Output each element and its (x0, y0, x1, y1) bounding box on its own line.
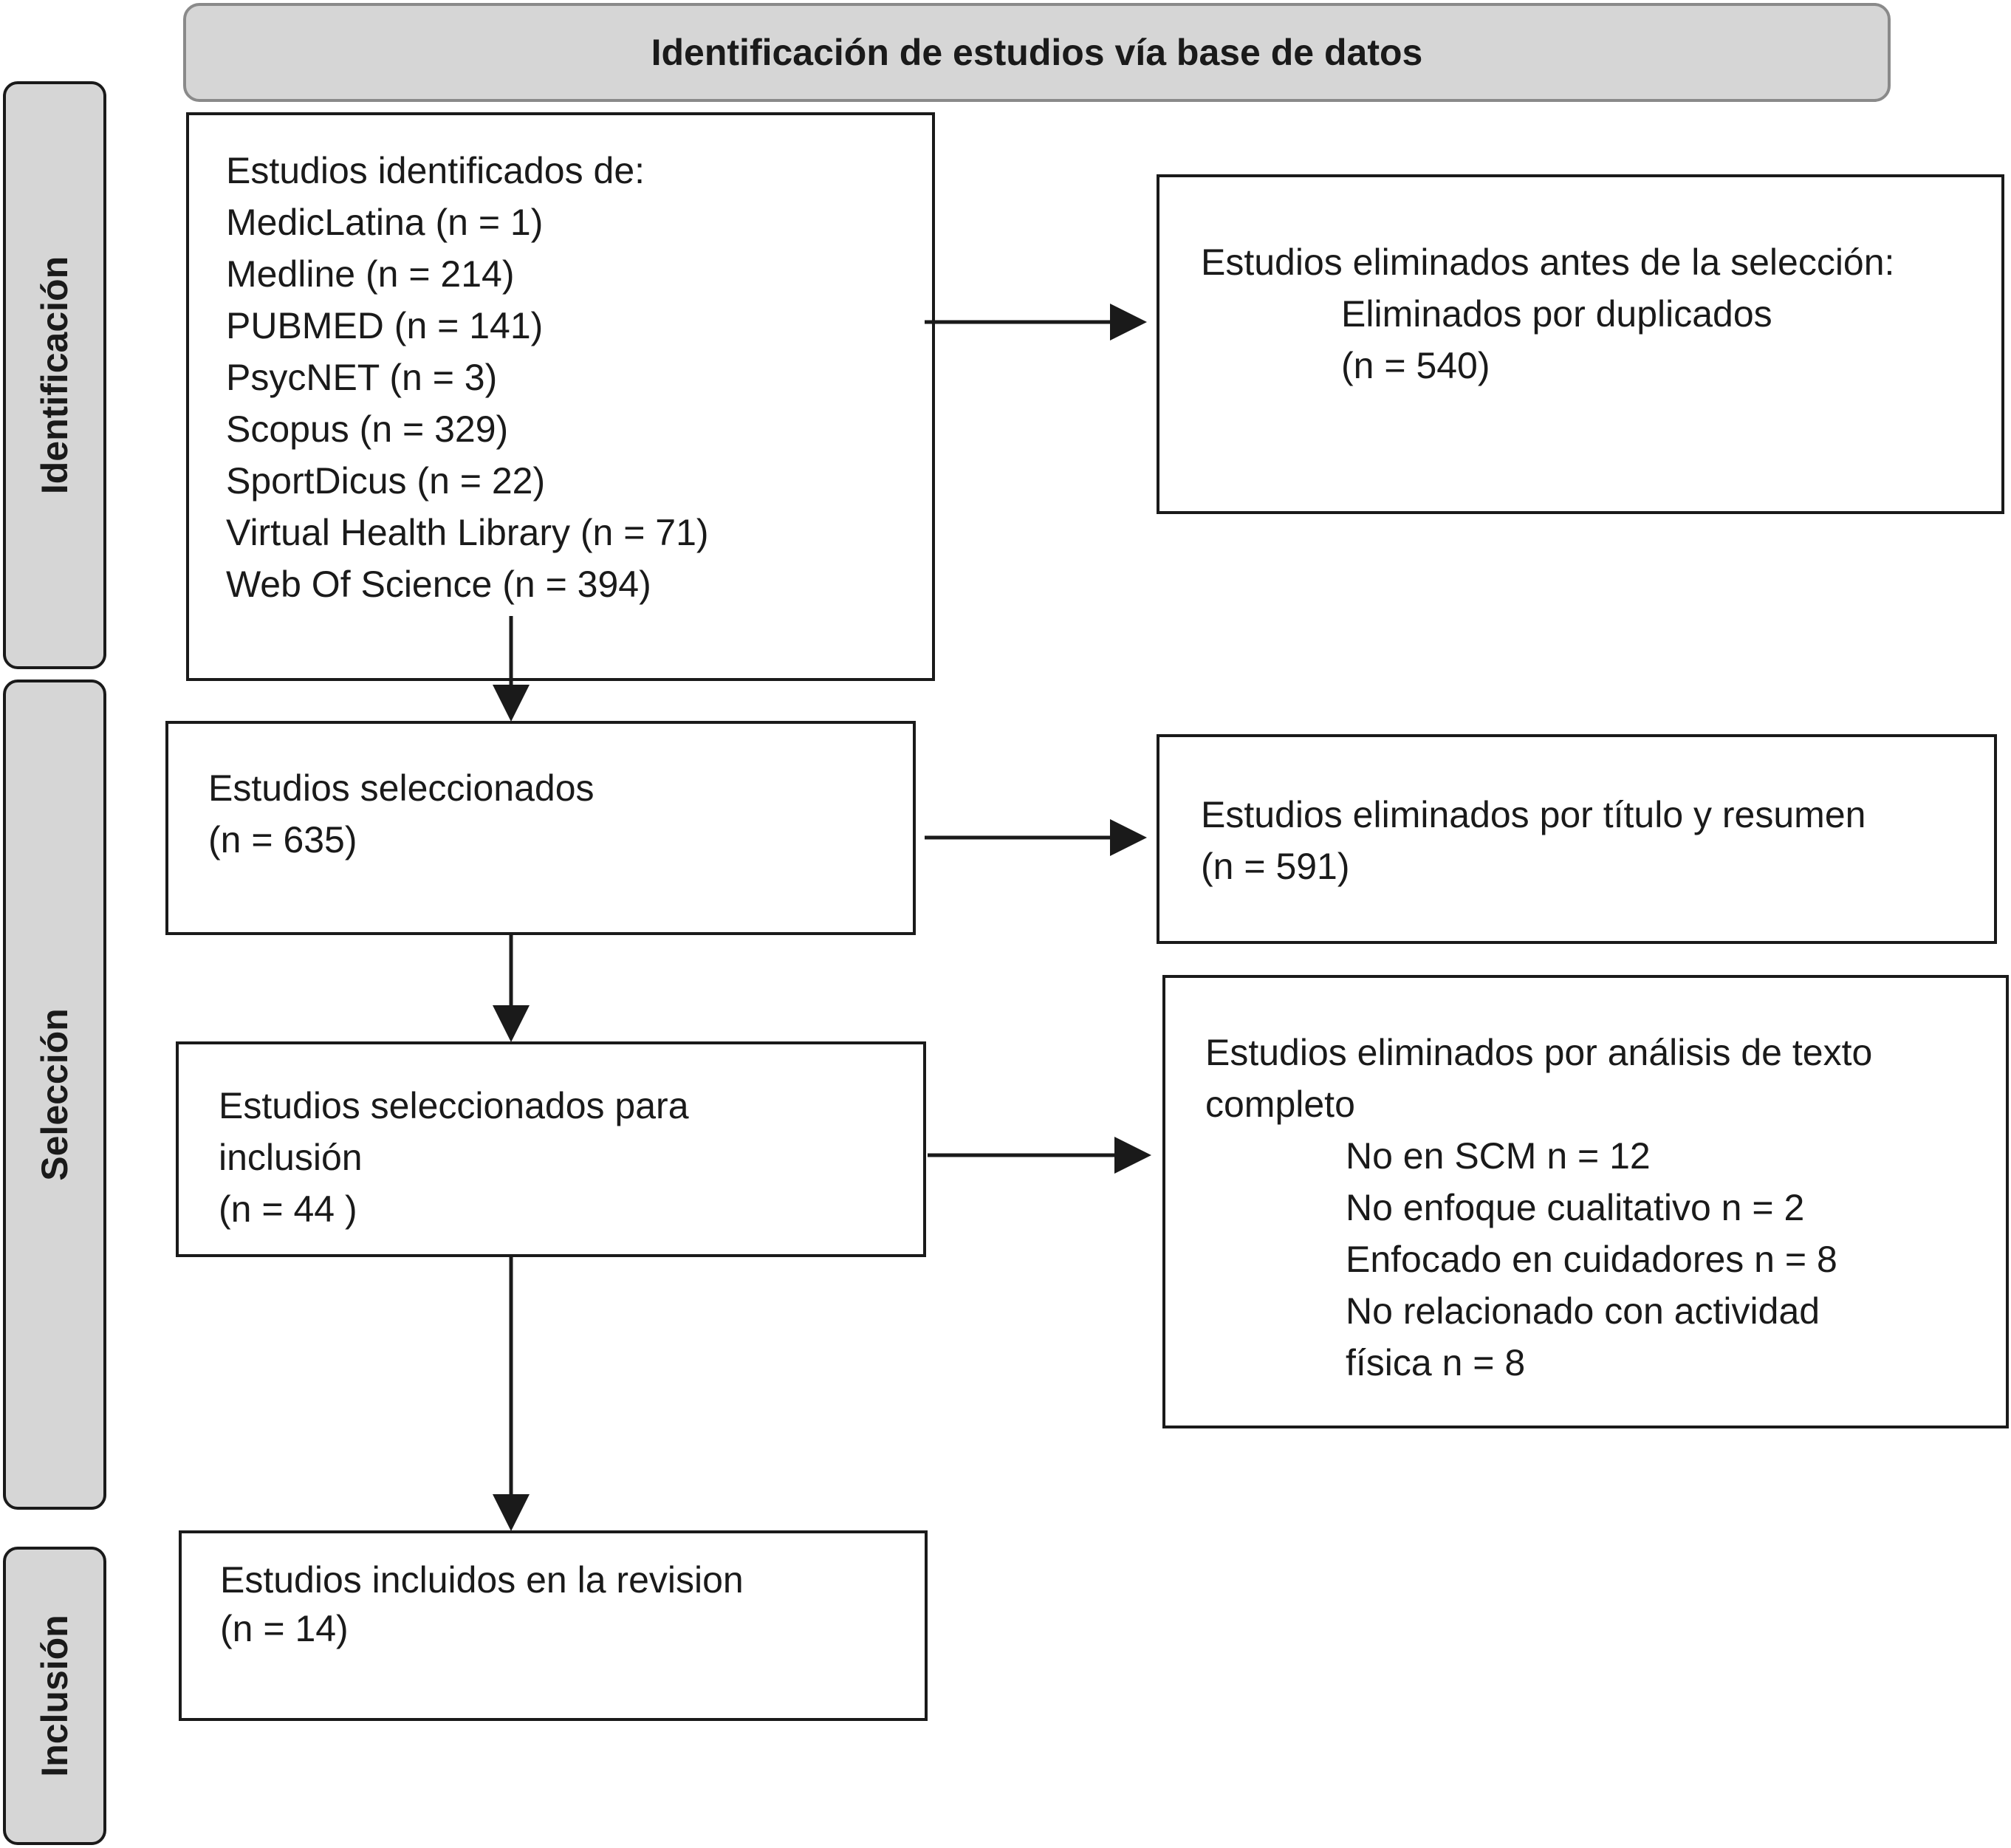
exclusion-reason: No en SCM n = 12 (1346, 1135, 1651, 1177)
identified-title: Estudios identificados de: (226, 150, 645, 191)
screened-title: Estudios seleccionados (208, 767, 595, 809)
source-item: Medline (n = 214) (226, 253, 515, 295)
removed-before-count: (n = 540) (1341, 345, 1490, 386)
screened-box: Estudios seleccionados (n = 635) (165, 721, 916, 935)
eligible-count: (n = 44 ) (219, 1188, 357, 1230)
removed-fulltext-line2: completo (1205, 1084, 1355, 1125)
screened-count: (n = 635) (208, 819, 357, 860)
included-count: (n = 14) (220, 1608, 349, 1649)
exclusion-reason: No relacionado con actividad (1346, 1290, 1820, 1332)
source-item: Virtual Health Library (n = 71) (226, 512, 709, 553)
source-item: MedicLatina (n = 1) (226, 202, 544, 243)
included-box: Estudios incluidos en la revision (n = 1… (179, 1530, 928, 1721)
exclusion-reason: No enfoque cualitativo n = 2 (1346, 1187, 1805, 1228)
source-item: Web Of Science (n = 394) (226, 564, 651, 605)
removed-title-abstract-box: Estudios eliminados por título y resumen… (1157, 734, 1997, 944)
removed-before-reason: Eliminados por duplicados (1341, 293, 1772, 335)
removed-title-abstract-title: Estudios eliminados por título y resumen (1201, 794, 1866, 835)
removed-before-title: Estudios eliminados antes de la selecció… (1201, 242, 1895, 283)
removed-before-box: Estudios eliminados antes de la selecció… (1157, 174, 2004, 514)
removed-title-abstract-count: (n = 591) (1201, 846, 1350, 887)
header-bar: Identificación de estudios vía base de d… (183, 3, 1891, 102)
exclusion-reason: física n = 8 (1346, 1342, 1526, 1383)
phase-seleccion: Selección (3, 680, 106, 1510)
exclusion-reason: Enfocado en cuidadores n = 8 (1346, 1239, 1837, 1280)
eligible-line2: inclusión (219, 1137, 363, 1178)
source-item: SportDicus (n = 22) (226, 460, 546, 502)
removed-fulltext-line1: Estudios eliminados por análisis de text… (1205, 1032, 1873, 1073)
identified-box: Estudios identificados de: MedicLatina (… (186, 112, 935, 681)
source-item: Scopus (n = 329) (226, 408, 509, 450)
eligible-box: Estudios seleccionados para inclusión (n… (176, 1041, 926, 1257)
header-title: Identificación de estudios vía base de d… (651, 32, 1423, 73)
removed-fulltext-box: Estudios eliminados por análisis de text… (1162, 975, 2009, 1428)
phase-inclusion: Inclusión (3, 1547, 106, 1845)
source-item: PUBMED (n = 141) (226, 305, 544, 346)
eligible-line1: Estudios seleccionados para (219, 1085, 689, 1126)
source-item: PsycNET (n = 3) (226, 357, 498, 398)
phase-identificacion: Identificación (3, 81, 106, 669)
included-title: Estudios incluidos en la revision (220, 1559, 744, 1601)
